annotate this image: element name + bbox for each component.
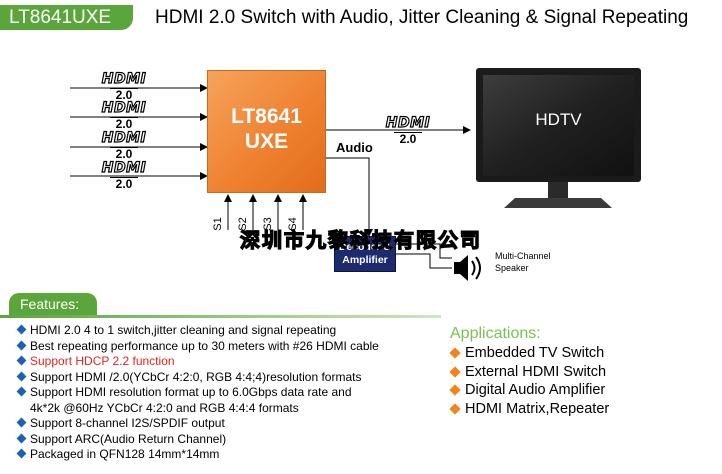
diamond-bullet-icon: [16, 340, 27, 350]
diamond-bullet-icon: [449, 365, 461, 378]
feature-item: Support ARC(Audio Return Channel): [16, 431, 438, 448]
hdtv-monitor: [476, 68, 641, 208]
feature-text: Support HDMI resolution format up to 6.0…: [30, 385, 352, 399]
hdmi-wordmark: HDMI: [101, 100, 147, 116]
audio-label: Audio: [336, 140, 373, 155]
feature-text: Support HDCP 2.2 function: [30, 354, 175, 368]
application-item: External HDMI Switch: [449, 363, 609, 382]
page-title: HDMI 2.0 Switch with Audio, Jitter Clean…: [155, 7, 689, 28]
decoder-amplifier-block: Decoder & Amplifier: [334, 236, 396, 272]
diamond-bullet-icon: [16, 371, 27, 381]
hdmi-version: 2.0: [110, 177, 138, 190]
feature-text: Best repeating performance up to 30 mete…: [30, 338, 379, 353]
application-text: Embedded TV Switch: [465, 345, 605, 361]
features-heading: Features:: [9, 293, 97, 315]
features-list: HDMI 2.0 4 to 1 switch,jitter cleaning a…: [16, 323, 438, 463]
hdmi-version: 2.0: [110, 88, 138, 101]
feature-item: Support 8-channel I2S/SPDIF output: [16, 416, 438, 432]
diamond-bullet-icon: [449, 384, 461, 396]
feature-text: Support HDMI /2.0(YCbCr 4:2:0, RGB 4:4;4…: [30, 369, 362, 384]
hdmi-version: 2.0: [110, 147, 138, 160]
hdmi-output-logo: HDMI 2.0: [380, 115, 436, 146]
diamond-bullet-icon: [16, 324, 27, 335]
feature-text: Support ARC(Audio Return Channel): [30, 431, 227, 446]
hdmi-input-logo-4: HDMI 2.0: [96, 160, 152, 191]
applications-list: Embedded TV Switch External HDMI Switch …: [449, 344, 610, 419]
feature-item: Packaged in QFN128 14mm*14mm: [16, 447, 438, 463]
hdmi-input-logo-1: HDMI 2.0: [96, 71, 152, 102]
diamond-bullet-icon: [16, 433, 27, 443]
feature-text: HDMI 2.0 4 to 1 switch,jitter cleaning a…: [30, 323, 337, 337]
select-pin-s1: S1: [212, 217, 224, 231]
chip-label-line1: LT8641: [231, 105, 302, 128]
part-number-badge: LT8641UXE: [0, 5, 133, 30]
feature-text: Packaged in QFN128 14mm*14mm: [30, 447, 220, 461]
hdmi-input-logo-3: HDMI 2.0: [96, 130, 152, 161]
hdmi-wordmark: HDMI: [385, 115, 431, 131]
applications-heading: Applications:: [450, 325, 541, 342]
feature-text: 4k*2k @60Hz YCbCr 4:2:0 and RGB 4:4:4 fo…: [30, 400, 299, 415]
diamond-bullet-icon: [16, 417, 27, 428]
hdmi-input-logo-2: HDMI 2.0: [96, 100, 152, 131]
hdmi-version: 2.0: [394, 132, 422, 145]
feature-item: Support HDMI resolution format up to 6.0…: [16, 385, 438, 401]
decoder-label-line2: Amplifier: [342, 254, 388, 266]
hdmi-version: 2.0: [110, 117, 138, 130]
feature-text: Support 8-channel I2S/SPDIF output: [30, 416, 225, 430]
diamond-bullet-icon: [16, 355, 27, 366]
decoder-label-line1: Decoder &: [338, 241, 392, 253]
application-text: External HDMI Switch: [465, 363, 607, 380]
feature-item-highlight: Support HDCP 2.2 function: [16, 354, 438, 370]
hdmi-wordmark: HDMI: [101, 160, 147, 176]
application-text: Digital Audio Amplifier: [465, 382, 606, 398]
application-item: Embedded TV Switch: [449, 344, 609, 363]
feature-item: HDMI 2.0 4 to 1 switch,jitter cleaning a…: [16, 323, 438, 339]
application-item: Digital Audio Amplifier: [449, 381, 609, 400]
speaker-icon: [454, 255, 481, 281]
hdtv-label: HDTV: [535, 110, 582, 129]
chip-block: [207, 70, 326, 193]
diamond-bullet-icon: [16, 448, 27, 459]
feature-item: Support HDMI /2.0(YCbCr 4:2:0, RGB 4:4;4…: [16, 369, 438, 386]
speaker-label-line1: Multi-Channel: [495, 251, 551, 261]
diamond-bullet-icon: [449, 402, 461, 415]
speaker-line-1: [396, 253, 452, 269]
feature-item-continuation: 4k*2k @60Hz YCbCr 4:2:0 and RGB 4:4:4 fo…: [18, 401, 438, 417]
feature-item: Best repeating performance up to 30 mete…: [16, 338, 438, 355]
diamond-bullet-icon: [449, 347, 461, 359]
speaker-line-2: [396, 243, 452, 259]
watermark-text: 深圳市九黎科技有限公司: [239, 227, 482, 252]
speaker-label-line2: Speaker: [495, 263, 529, 273]
chip-label-line2: UXE: [244, 130, 289, 153]
hdmi-wordmark: HDMI: [101, 130, 147, 146]
application-text: HDMI Matrix,Repeater: [465, 400, 610, 417]
hdmi-wordmark: HDMI: [101, 71, 147, 87]
features-divider: [0, 315, 441, 318]
application-item: HDMI Matrix,Repeater: [449, 400, 610, 419]
audio-line: [326, 157, 373, 237]
diamond-bullet-icon: [16, 386, 27, 397]
speaker-label: Multi-Channel Speaker: [495, 250, 575, 274]
chip-label: LT8641 UXE: [207, 104, 326, 154]
